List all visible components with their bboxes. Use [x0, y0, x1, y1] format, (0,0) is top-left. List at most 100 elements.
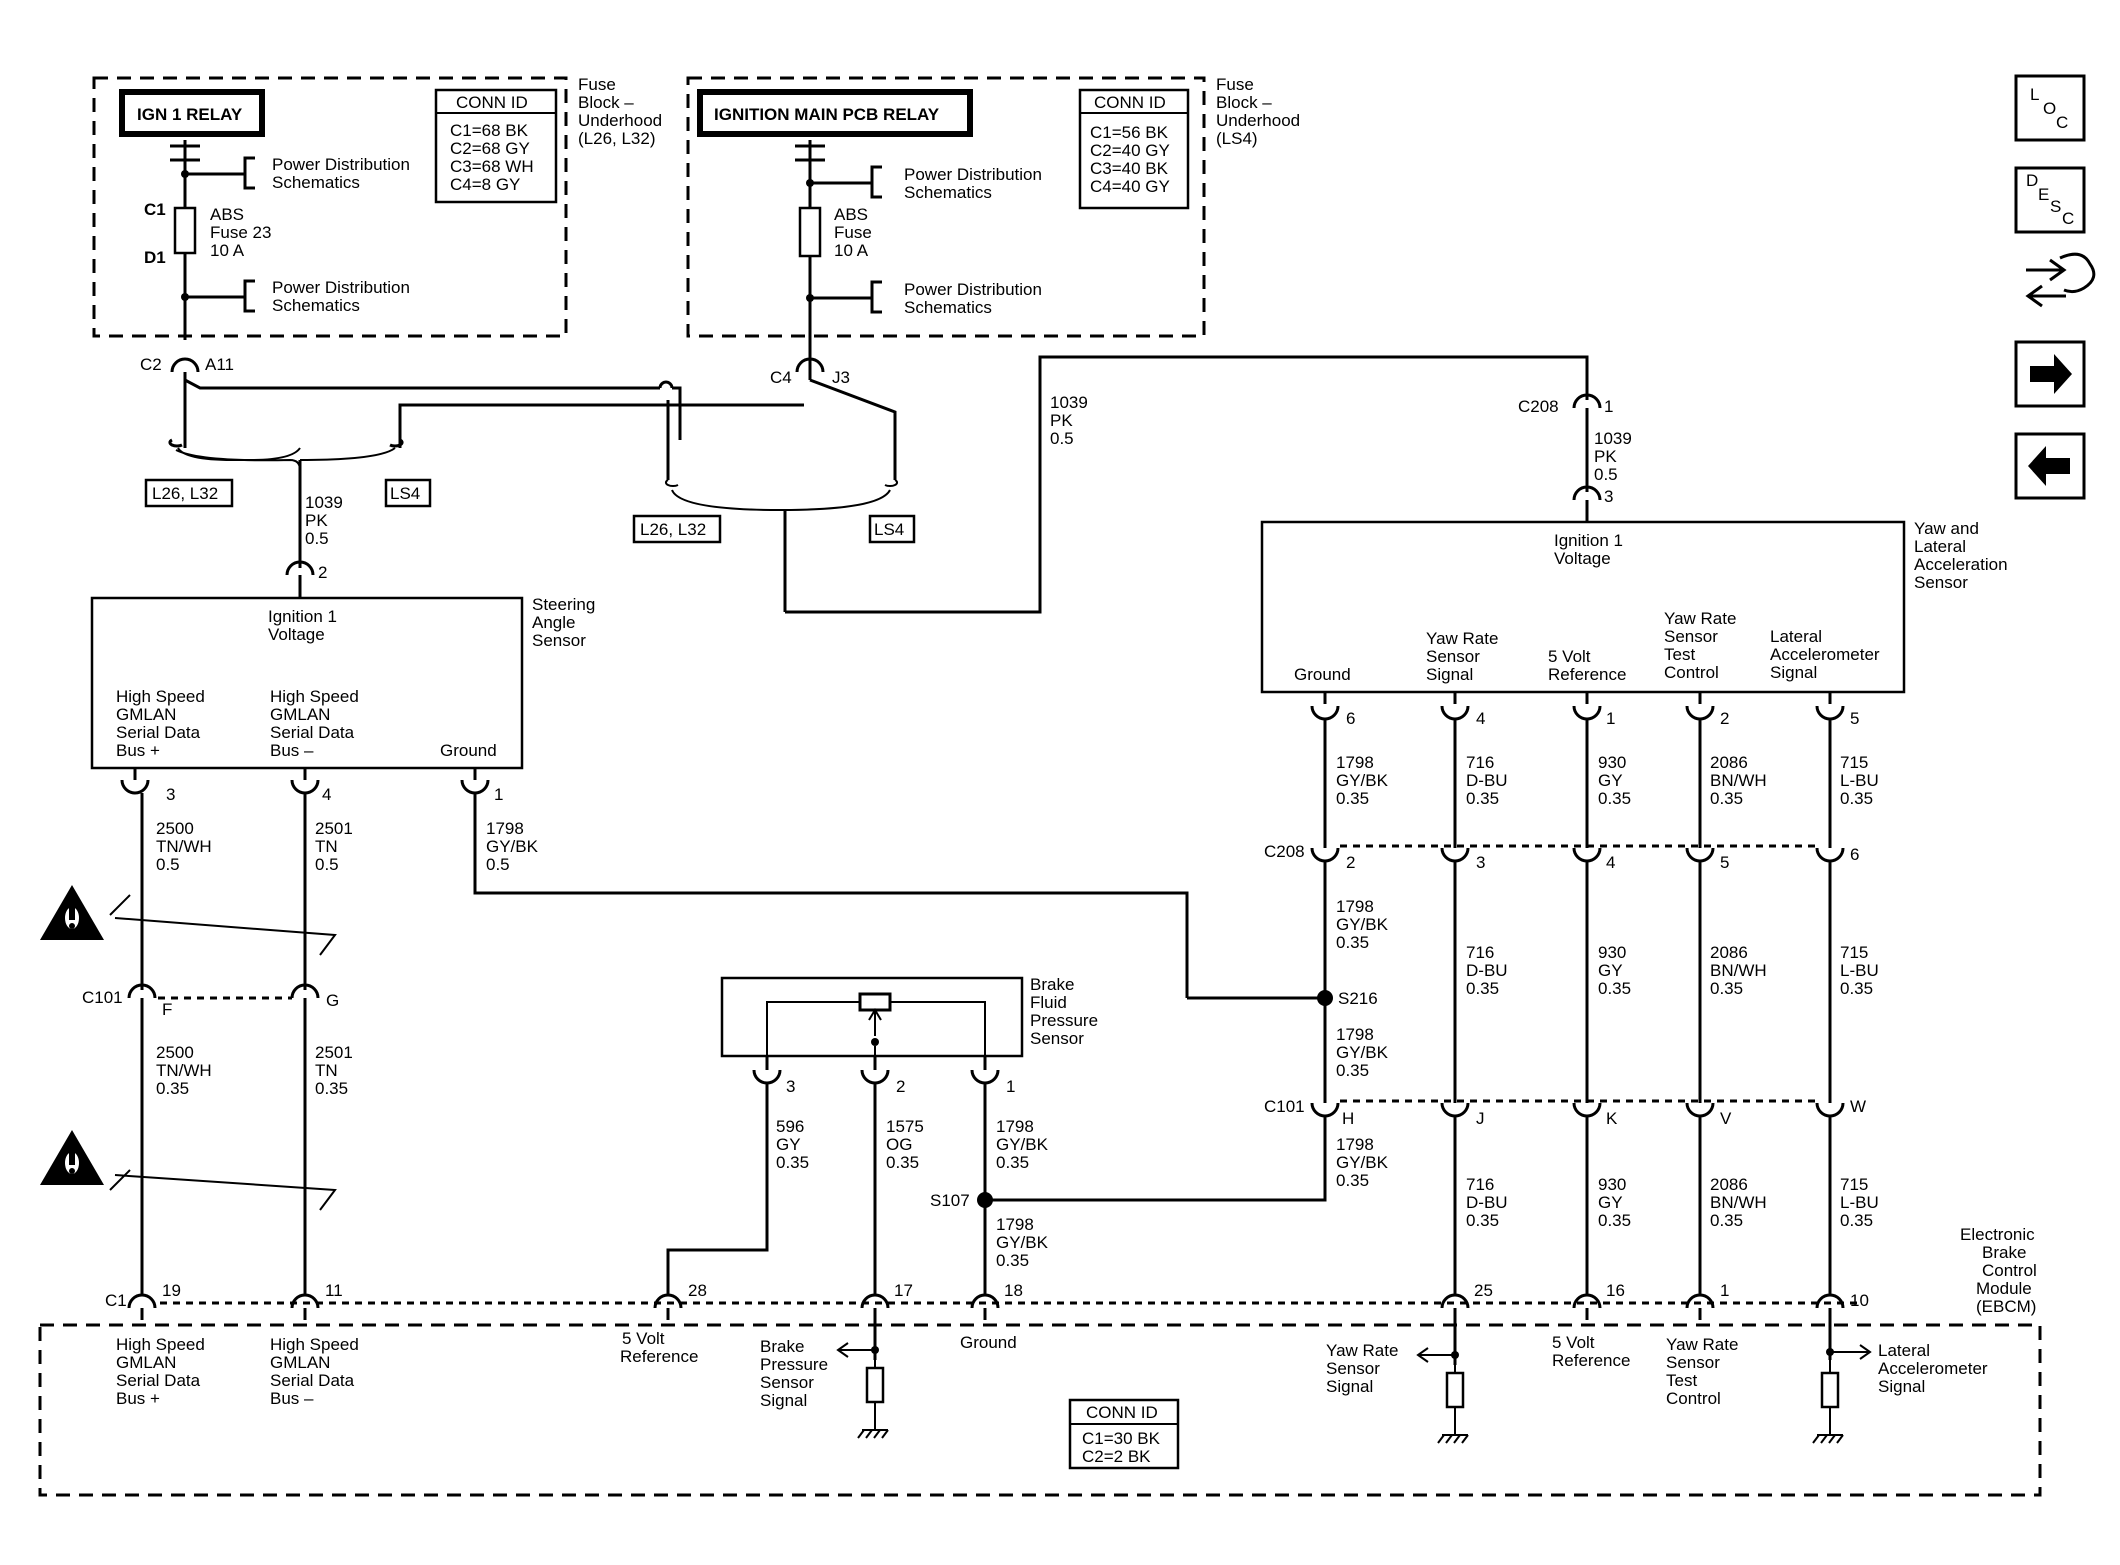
label: 4 — [1476, 709, 1485, 728]
label: 1039 — [1050, 393, 1088, 412]
arrow-right-icon[interactable] — [2014, 340, 2086, 408]
label: L-BU — [1840, 1193, 1879, 1212]
label: 0.35 — [1840, 1211, 1873, 1230]
label: 0.5 — [486, 855, 510, 874]
label: High Speed — [270, 1335, 359, 1354]
label: Reference — [1548, 665, 1626, 684]
label: Power Distribution — [272, 155, 410, 174]
label: Schematics — [272, 296, 360, 315]
label: 28 — [688, 1281, 707, 1300]
label: Ground — [960, 1333, 1017, 1352]
label: 0.35 — [156, 1079, 189, 1098]
label: Underhood — [1216, 111, 1300, 130]
label: 0.35 — [1840, 979, 1873, 998]
warning-icon[interactable] — [40, 1130, 104, 1185]
label: Yaw Rate — [1666, 1335, 1738, 1354]
label: 0.5 — [315, 855, 339, 874]
label: 0.35 — [1466, 1211, 1499, 1230]
steering-angle-sensor: Steering Angle Sensor Ignition 1 Voltage… — [90, 595, 595, 770]
label: PK — [1594, 447, 1617, 466]
label: Ground — [1294, 665, 1351, 684]
label: 716 — [1466, 943, 1494, 962]
label: CONN ID — [456, 93, 528, 112]
label: C1 — [105, 1291, 127, 1310]
label: A11 — [205, 355, 234, 374]
label: BN/WH — [1710, 961, 1767, 980]
loc-button[interactable]: L O C — [2014, 74, 2086, 142]
label: Brake — [760, 1337, 804, 1356]
label: F — [162, 1000, 172, 1019]
label: H — [1342, 1109, 1354, 1128]
label: TN/WH — [156, 837, 212, 856]
label: D-BU — [1466, 771, 1508, 790]
label: Sensor — [1666, 1353, 1720, 1372]
label: (EBCM) — [1976, 1297, 2036, 1316]
label: Ignition 1 — [268, 607, 337, 626]
label: 10 A — [834, 241, 869, 260]
label: Voltage — [1554, 549, 1611, 568]
label: Sensor — [760, 1373, 814, 1392]
label: Power Distribution — [272, 278, 410, 297]
conn-id-box-1 — [434, 88, 558, 204]
label: 0.35 — [1466, 789, 1499, 808]
label: 1798 — [996, 1215, 1034, 1234]
label: 0.35 — [1336, 789, 1369, 808]
label: 2500 — [156, 1043, 194, 1062]
label: 1039 — [305, 493, 343, 512]
label: Signal — [1426, 665, 1473, 684]
label: 25 — [1474, 1281, 1493, 1300]
fuse-block-underhood-2: Fuse Block – Underhood (LS4) IGNITION MA… — [686, 75, 1300, 355]
yaw-wiring: 6 4 1 2 5 1798 GY/BK 0.35 716 D-BU 0.35 … — [985, 692, 1879, 1295]
label: Pressure — [1030, 1011, 1098, 1030]
label: Ground — [440, 741, 497, 760]
label: GMLAN — [270, 705, 330, 724]
label: O — [2043, 99, 2056, 118]
label: Fuse — [834, 223, 872, 242]
label: Sensor — [1914, 573, 1968, 592]
label: 0.35 — [1710, 979, 1743, 998]
label: GY/BK — [1336, 1043, 1389, 1062]
label: 18 — [1004, 1281, 1023, 1300]
warning-icon[interactable] — [40, 885, 104, 940]
label: 0.5 — [305, 529, 329, 548]
label: K — [1606, 1109, 1618, 1128]
label: Fuse — [578, 75, 616, 94]
brake-fluid-pressure-sensor: Brake Fluid Pressure Sensor 3 2 1 596 GY… — [666, 975, 1098, 1295]
label: Yaw and — [1914, 519, 1979, 538]
option-tag-ls4-mid — [868, 514, 916, 544]
ign1-relay-label — [119, 89, 265, 137]
label: Reference — [1552, 1351, 1630, 1370]
label: 3 — [166, 785, 175, 804]
label: 5 — [1720, 853, 1729, 872]
desc-button[interactable]: D E S C — [2014, 166, 2086, 234]
label: Angle — [532, 613, 575, 632]
label: 4 — [1606, 853, 1615, 872]
label: 1 — [1006, 1077, 1015, 1096]
label: Sensor — [1664, 627, 1718, 646]
label: J3 — [832, 368, 850, 387]
label: S216 — [1338, 989, 1378, 1008]
label: Sensor — [1030, 1029, 1084, 1048]
label: C — [2056, 113, 2068, 132]
fuse-block-underhood-1: Fuse Block – Underhood (L26, L32) IGN 1 … — [92, 75, 662, 340]
label: C1=68 BK — [450, 121, 529, 140]
label: Accelerometer — [1770, 645, 1880, 664]
label: Ignition 1 — [1554, 531, 1623, 550]
label: Fuse 23 — [210, 223, 271, 242]
label: Underhood — [578, 111, 662, 130]
label: CONN ID — [1086, 1403, 1158, 1422]
label: Bus – — [270, 741, 314, 760]
label: 1798 — [1336, 1135, 1374, 1154]
label: 4 — [322, 785, 331, 804]
label: Schematics — [904, 298, 992, 317]
label: TN/WH — [156, 1061, 212, 1080]
label: Sensor — [532, 631, 586, 650]
label: 2500 — [156, 819, 194, 838]
label: (LS4) — [1216, 129, 1258, 148]
connector-swap-icon[interactable] — [2025, 252, 2096, 308]
arrow-left-icon[interactable] — [2014, 432, 2086, 500]
label: (L26, L32) — [578, 129, 656, 148]
label: IGN 1 RELAY — [137, 105, 243, 124]
label: 0.35 — [1336, 1171, 1369, 1190]
